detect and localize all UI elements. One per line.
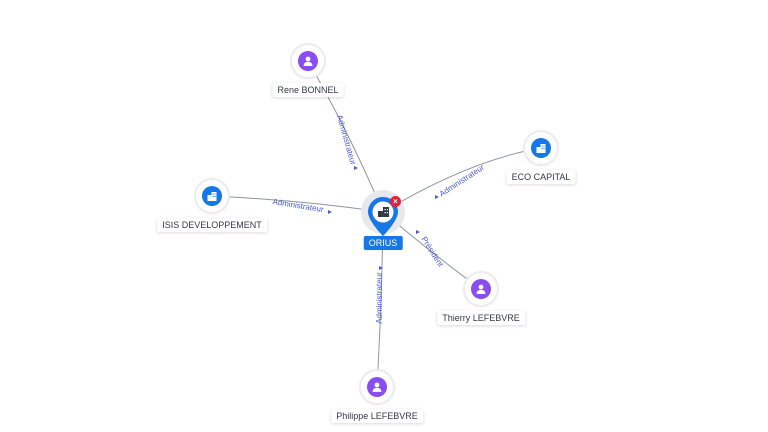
edge-label: Administrateur (272, 197, 325, 214)
edge-arrow (328, 210, 332, 214)
building-icon (531, 138, 551, 158)
edge-label: Président (420, 235, 446, 269)
central-node-label: ORIUS (363, 236, 403, 250)
building-icon (202, 186, 222, 206)
node-label: Rene BONNEL (272, 83, 344, 97)
node-label: Philippe LEFEBVRE (331, 409, 423, 423)
close-icon[interactable]: × (390, 196, 401, 207)
person-icon (367, 377, 387, 397)
edge-label: Administrateur (335, 114, 358, 166)
edge-arrow (435, 195, 439, 199)
node-label: Thierry LEFEBVRE (437, 311, 525, 325)
node-label: ECO CAPITAL (506, 170, 576, 184)
edge-eco (382, 147, 542, 213)
edge-label: Administrateur (375, 272, 384, 324)
edge-label: Administrateur (438, 163, 486, 199)
node-label: ISIS DEVELOPPEMENT (157, 218, 267, 232)
map-pin-icon (368, 197, 398, 236)
edge-arrow (379, 266, 383, 270)
person-icon (471, 279, 491, 299)
edge-arrow (354, 166, 358, 170)
edge-arrow (416, 230, 420, 234)
person-icon (298, 51, 318, 71)
